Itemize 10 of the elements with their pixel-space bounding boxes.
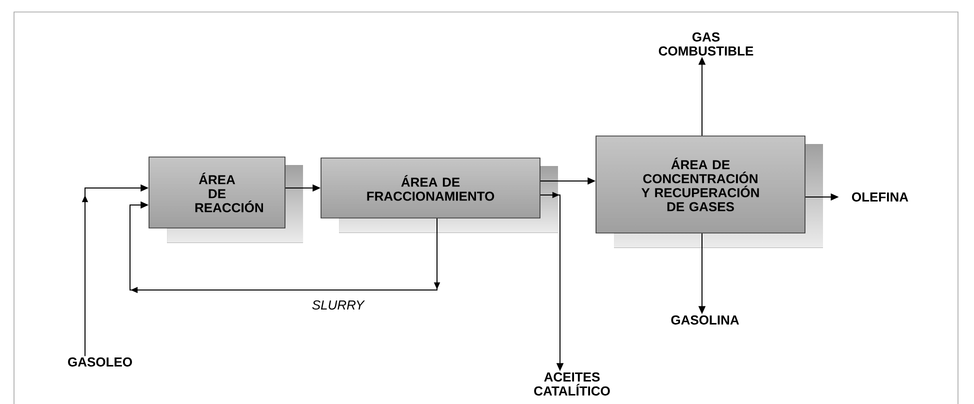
- stream-label: GASOLINA: [671, 315, 739, 325]
- stream-label: GASOLEO: [68, 357, 132, 367]
- stream-label: ACEITES CATALÍTICO: [534, 372, 610, 396]
- stream-label: GAS COMBUSTIBLE: [658, 32, 754, 56]
- process-box: ÁREA DE CONCENTRACIÓN Y RECUPERACIÓN DE GASES: [596, 136, 823, 248]
- arrow: [130, 201, 440, 294]
- stream-label: OLEFINA: [852, 192, 908, 202]
- process-box: ÁREA DE REACCIÓN: [148, 156, 303, 243]
- edge-label: SLURRY: [310, 299, 366, 311]
- process-box: ÁREA DE FRACCIONAMIENTO: [320, 158, 558, 233]
